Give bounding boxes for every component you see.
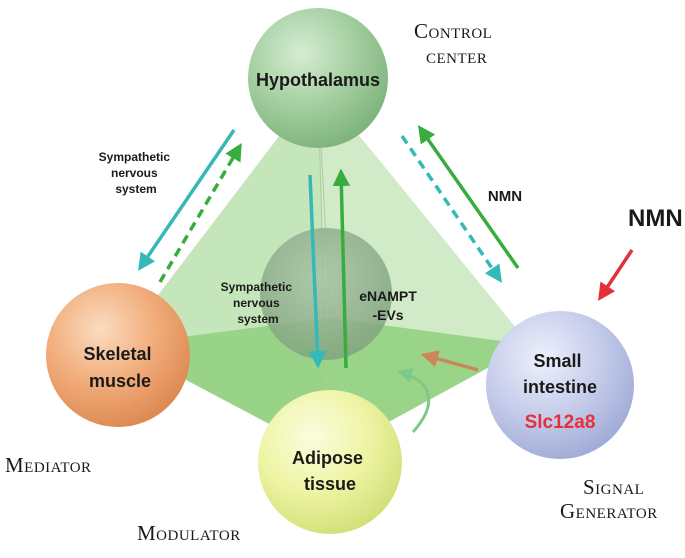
adipose-tissue-node	[258, 390, 402, 534]
hypothalamus-label: Hypothalamus	[256, 70, 380, 90]
slc12a8-label: Slc12a8	[525, 412, 596, 433]
role-control-line-2: center	[426, 44, 487, 68]
role-modulator: Modulator	[137, 521, 241, 545]
role-control-center: Control center	[414, 19, 498, 68]
adipose-curved-arrow	[397, 367, 431, 434]
enampt-arrow-to-hypothalamus	[332, 168, 351, 369]
role-mediator: Mediator	[5, 453, 92, 477]
adipose-tissue-label: Adipose tissue	[292, 448, 368, 494]
intestine-to-center-arrow	[420, 350, 479, 372]
skeletal-muscle-line-2: muscle	[89, 371, 151, 391]
hypothalamus-node	[248, 8, 388, 148]
sns-arrow-to-adipose	[308, 174, 327, 369]
skeletal-muscle-label: Skeletal muscle	[83, 344, 156, 391]
adipose-tissue-line-2: tissue	[304, 474, 356, 494]
small-intestine-line-2: intestine	[523, 377, 597, 397]
enampt-evs-line-2: -EVs	[372, 307, 403, 323]
sns-arrow-to-muscle	[138, 129, 236, 271]
sns-left-line-1: Sympathetic	[99, 150, 171, 164]
sns-left-line-3: system	[115, 182, 156, 196]
muscle-to-hypothalamus-dashed-arrow	[158, 142, 242, 283]
nmn-input-arrow	[598, 249, 634, 301]
nmn-arrow-to-hypothalamus	[417, 125, 520, 270]
adipose-tissue-line-1: Adipose	[292, 448, 363, 468]
sns-center-line-1: Sympathetic	[221, 280, 293, 294]
role-signal-line-2: Generator	[560, 499, 658, 523]
sns-left-line-2: nervous	[111, 166, 158, 180]
small-intestine-line-1: Small	[533, 351, 581, 371]
sns-center-label: Sympathetic nervous system	[221, 280, 296, 326]
skeletal-muscle-node	[46, 283, 190, 427]
small-intestine-node	[486, 311, 634, 459]
skeletal-muscle-line-1: Skeletal	[83, 344, 151, 364]
small-intestine-label: Small intestine	[523, 351, 597, 397]
role-signal-line-1: Signal	[583, 475, 644, 499]
enampt-evs-line-1: eNAMPT	[359, 288, 417, 304]
enampt-evs-label: eNAMPT -EVs	[359, 288, 420, 323]
sns-left-label: Sympathetic nervous system	[99, 150, 174, 196]
sns-center-line-2: nervous	[233, 296, 280, 310]
role-signal-generator: Signal Generator	[560, 475, 658, 523]
nmn-edge-label: NMN	[488, 188, 522, 205]
enampt-evs-node	[260, 228, 392, 360]
sns-center-line-3: system	[237, 312, 278, 326]
nmn-input-label: NMN	[628, 205, 683, 232]
role-control-line-1: Control	[414, 19, 492, 43]
